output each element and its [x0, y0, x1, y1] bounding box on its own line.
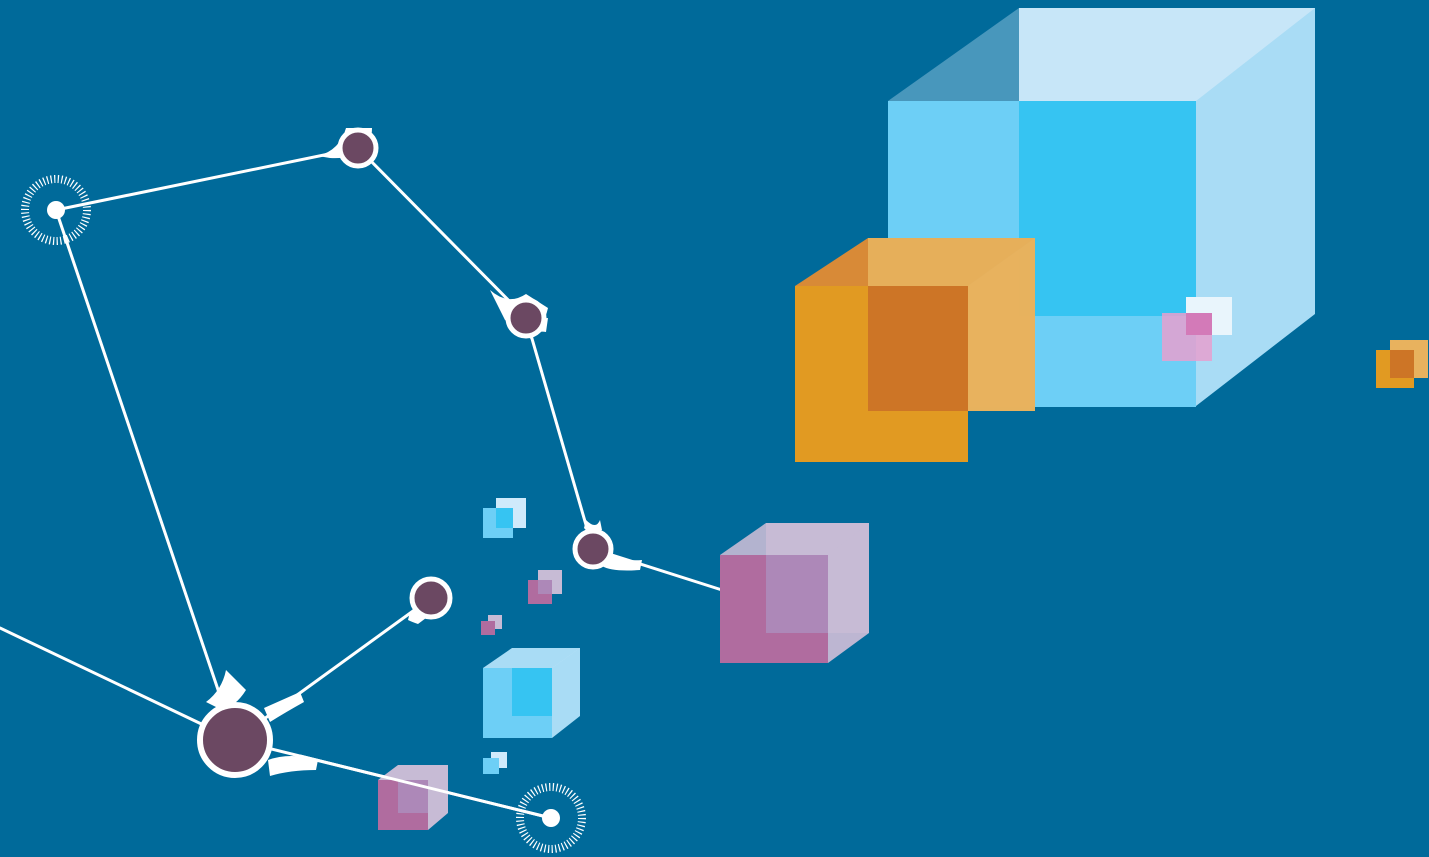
- solid-node: [572, 528, 614, 570]
- pulse-ring: [21, 175, 91, 245]
- network-line: [54, 208, 237, 742]
- cube-side-face: [968, 238, 1035, 411]
- cube-side-face: [828, 523, 869, 663]
- network-line: [524, 316, 595, 551]
- joint-blob: [206, 670, 246, 710]
- tiny-orange-cube: [1376, 340, 1428, 388]
- cube-face: [538, 580, 552, 594]
- cube-core-face: [766, 555, 828, 633]
- cube-top-face: [888, 8, 1315, 101]
- cube-face: [552, 648, 580, 738]
- pink-cube: [720, 523, 869, 663]
- cube-face: [481, 621, 495, 635]
- network-line: [356, 146, 528, 320]
- solid-node: [337, 127, 379, 169]
- joint-blob: [268, 756, 318, 776]
- cube-face: [483, 758, 499, 774]
- cube-top-face: [720, 523, 869, 555]
- cube-face: [496, 508, 513, 528]
- joint-blob: [264, 692, 304, 722]
- network-line: [0, 626, 237, 742]
- cube-face: [378, 765, 448, 780]
- network-nodes: [197, 127, 614, 778]
- small-pink-cube: [1162, 297, 1232, 361]
- cube-core-face: [868, 286, 968, 411]
- hub-node: [197, 702, 273, 778]
- cube-face: [1390, 350, 1414, 378]
- network-line: [54, 146, 360, 212]
- cube-core-face: [1019, 101, 1196, 316]
- pulse-core: [47, 201, 65, 219]
- small-cube-cluster: [378, 498, 580, 830]
- pulse-node: [21, 175, 91, 245]
- network-lines: [0, 146, 724, 820]
- orange-cube: [795, 238, 1035, 462]
- pulse-ring: [516, 783, 586, 853]
- solid-node: [505, 297, 547, 339]
- cube-face: [1186, 313, 1212, 335]
- solid-node: [409, 576, 453, 620]
- network-line: [298, 754, 553, 820]
- cube-face: [512, 668, 552, 716]
- cube-face: [483, 648, 580, 668]
- cube-face: [428, 765, 448, 830]
